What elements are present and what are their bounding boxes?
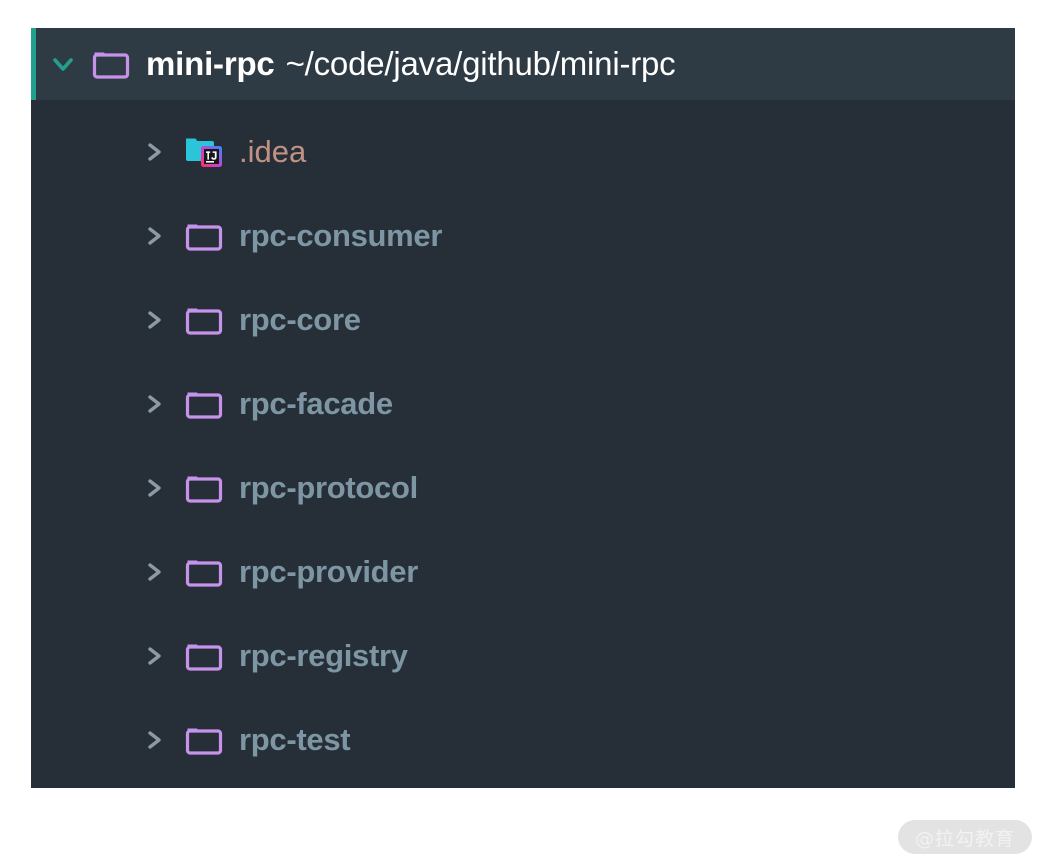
project-tool-window: mini-rpc ~/code/java/github/mini-rpc [31, 28, 1015, 788]
chevron-down-icon[interactable] [48, 49, 78, 79]
page-title: mini-rpc ~/code/java/github/mini-rpc [146, 45, 676, 83]
chevron-right-icon[interactable] [139, 389, 169, 419]
chevron-right-icon[interactable] [139, 641, 169, 671]
tree-row-rpc-provider[interactable]: rpc-provider [31, 530, 1015, 614]
chevron-right-icon[interactable] [139, 305, 169, 335]
tree-row-rpc-protocol[interactable]: rpc-protocol [31, 446, 1015, 530]
folder-icon [185, 224, 223, 251]
watermark: @拉勾教育 [898, 820, 1032, 854]
chevron-right-icon[interactable] [139, 473, 169, 503]
folder-icon [185, 644, 223, 671]
tree-row-rpc-test[interactable]: rpc-test [31, 698, 1015, 782]
project-path: ~/code/java/github/mini-rpc [285, 45, 676, 82]
intellij-folder-icon [186, 138, 222, 167]
tree-row-label: rpc-consumer [239, 218, 443, 253]
folder-icon [185, 476, 223, 503]
selection-accent-bar [31, 28, 36, 100]
tree-row-rpc-core[interactable]: rpc-core [31, 278, 1015, 362]
tree-row-label: .idea [239, 134, 307, 169]
tree-row-label: rpc-registry [239, 638, 408, 673]
tree-row-label: rpc-protocol [239, 470, 418, 505]
tree-row-label: rpc-facade [239, 386, 393, 421]
folder-icon [185, 392, 223, 419]
folder-icon [92, 52, 130, 79]
project-name: mini-rpc [146, 45, 275, 82]
folder-icon [185, 560, 223, 587]
folder-icon [185, 728, 223, 755]
tree-row-label: rpc-test [239, 722, 351, 757]
chevron-right-icon[interactable] [139, 725, 169, 755]
chevron-right-icon[interactable] [139, 221, 169, 251]
tree-row-idea[interactable]: .idea [31, 110, 1015, 194]
tree-row-rpc-registry[interactable]: rpc-registry [31, 614, 1015, 698]
folder-icon [185, 308, 223, 335]
tree-children: .idea rpc-consumer rpc-core [31, 100, 1015, 782]
tree-row-label: rpc-provider [239, 554, 418, 589]
tree-root-node-mini-rpc[interactable]: mini-rpc ~/code/java/github/mini-rpc [31, 28, 1015, 100]
tree-row-rpc-facade[interactable]: rpc-facade [31, 362, 1015, 446]
tree-row-rpc-consumer[interactable]: rpc-consumer [31, 194, 1015, 278]
tree-row-label: rpc-core [239, 302, 361, 337]
chevron-right-icon[interactable] [139, 137, 169, 167]
chevron-right-icon[interactable] [139, 557, 169, 587]
